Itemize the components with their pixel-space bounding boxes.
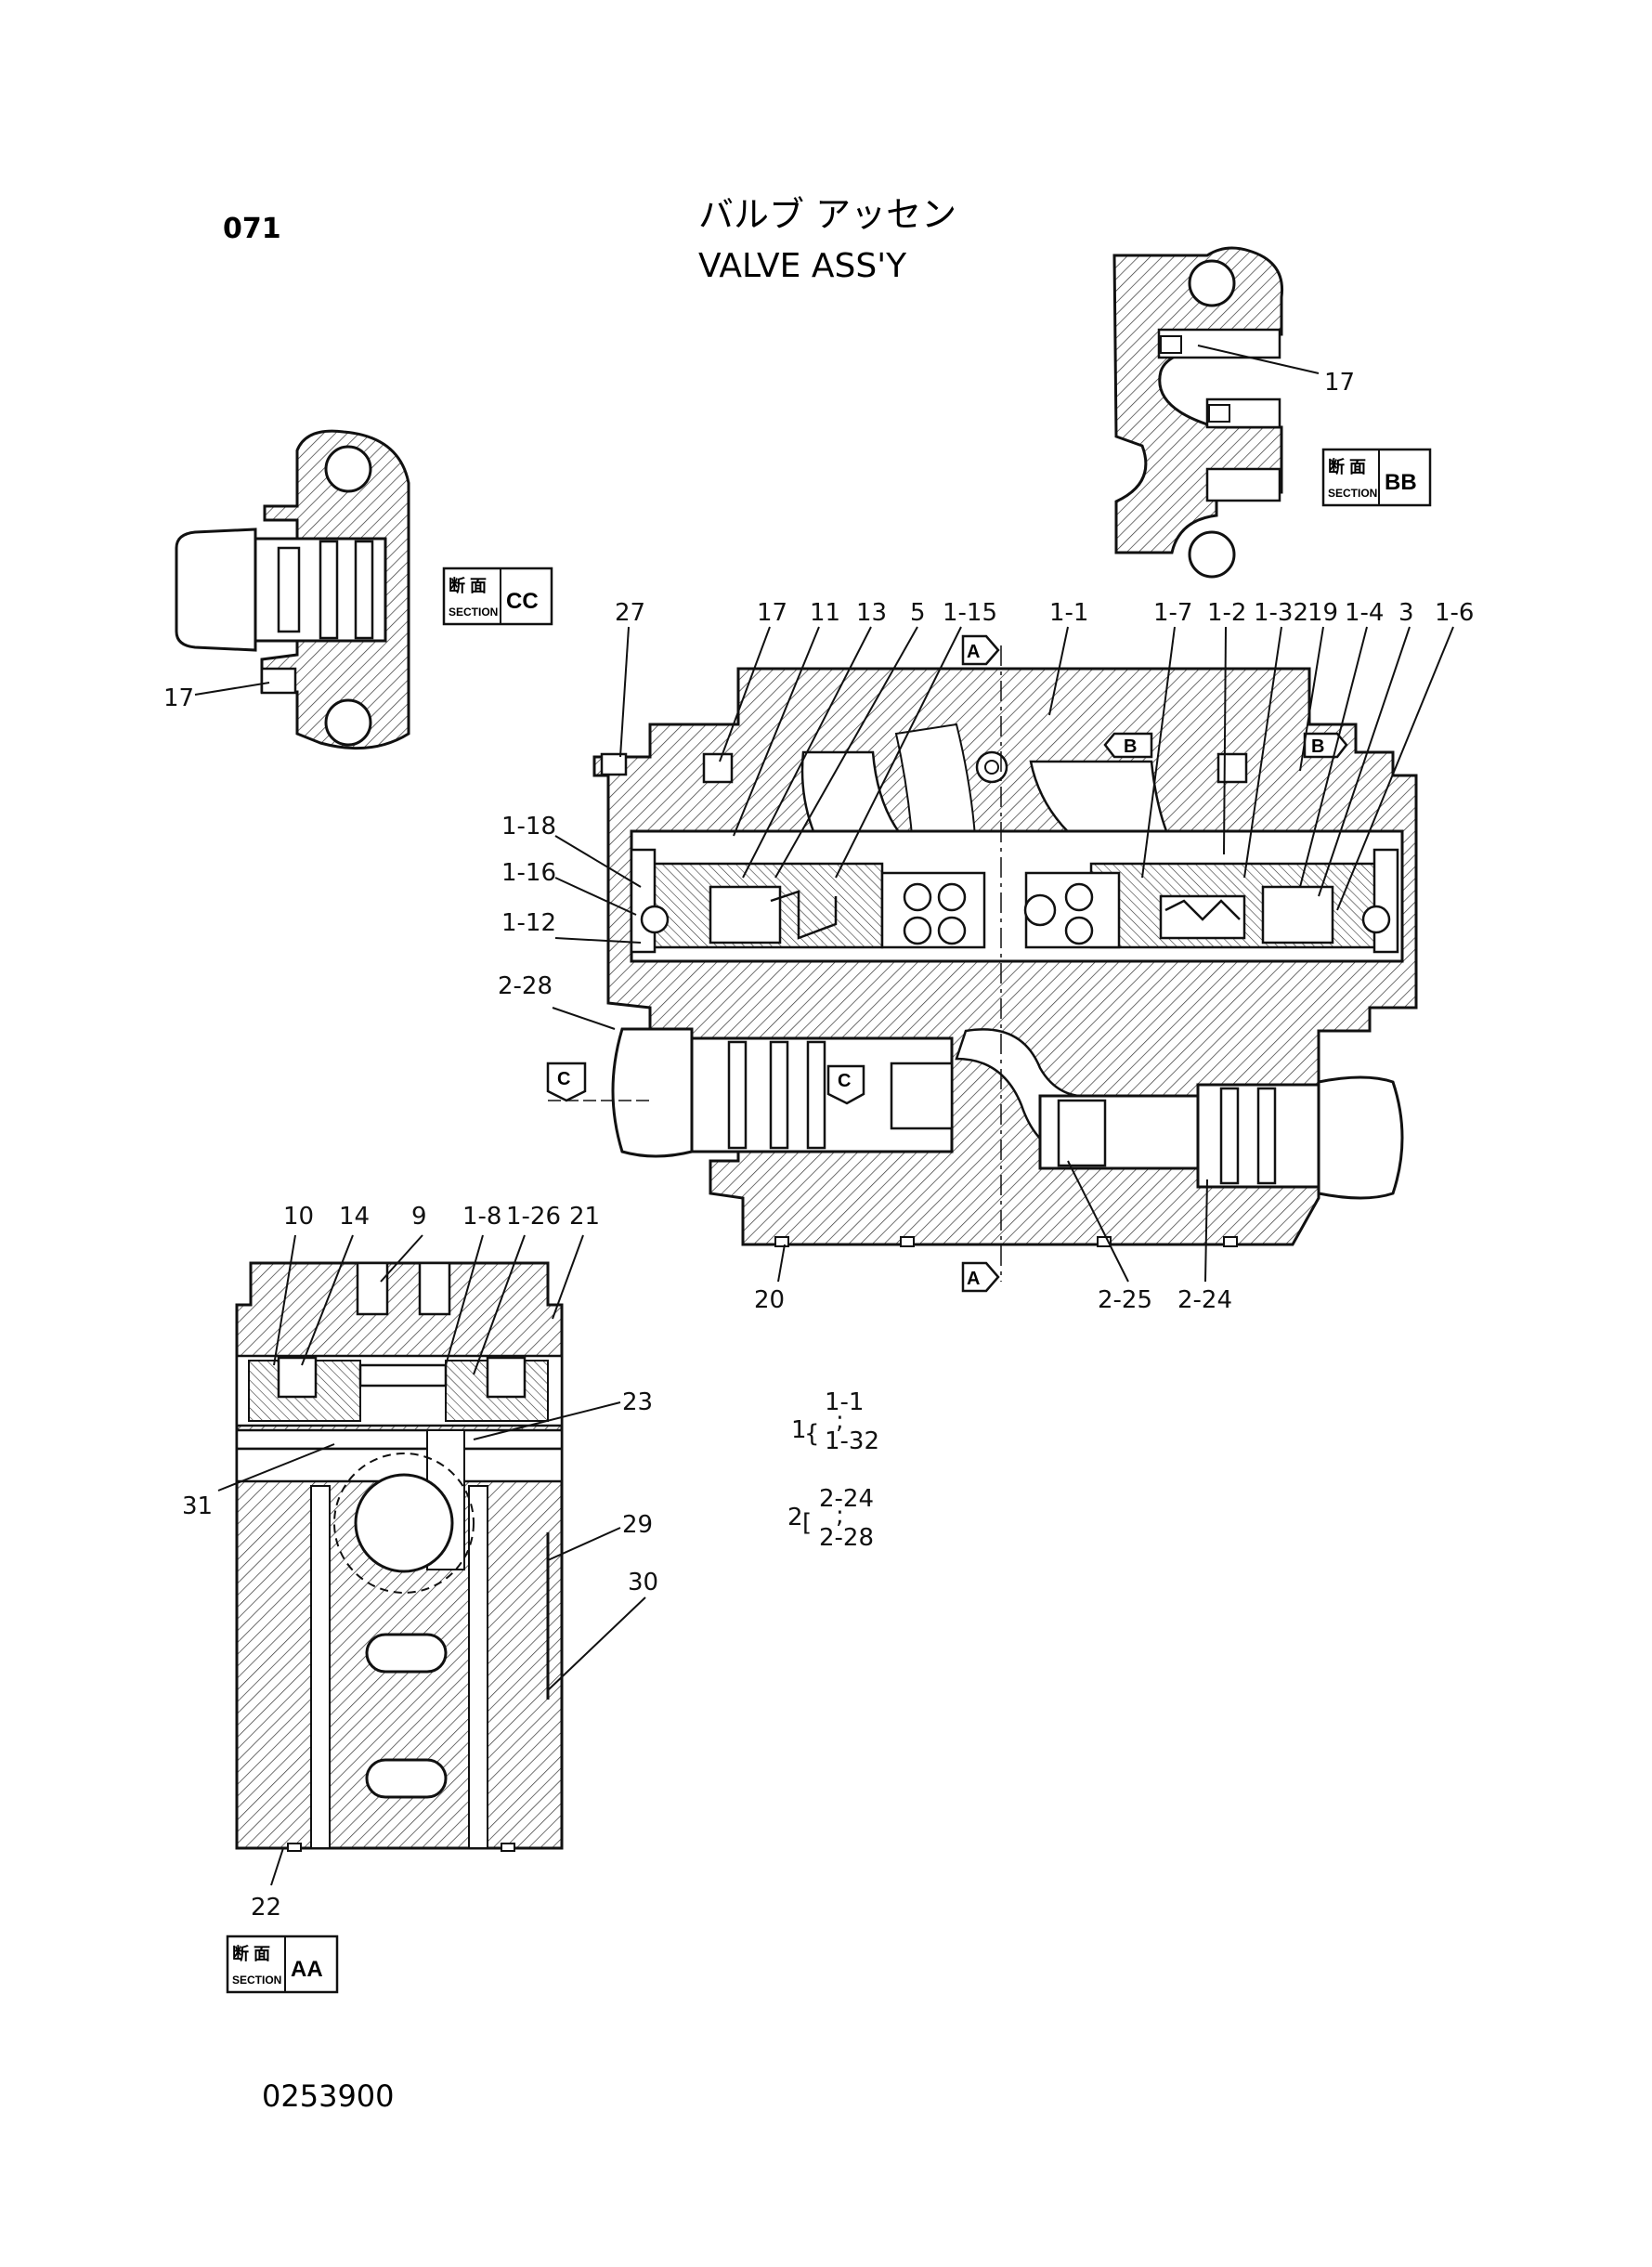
svg-text:SECTION: SECTION xyxy=(449,606,498,619)
label-17: 17 xyxy=(757,599,787,627)
svg-text:断 面: 断 面 xyxy=(1328,457,1366,476)
label-10: 10 xyxy=(283,1203,314,1231)
label-22: 22 xyxy=(251,1894,281,1922)
svg-text:2-24: 2-24 xyxy=(819,1485,874,1513)
svg-text:1: 1 xyxy=(791,1416,807,1444)
label-1-1: 1-1 xyxy=(1049,599,1088,627)
cut-marker-a-top: A xyxy=(961,634,1000,666)
svg-text:[: [ xyxy=(802,1509,812,1537)
section-cc-box: 断 面 SECTION CC xyxy=(442,567,553,626)
section-bb-box: 断 面 SECTION BB xyxy=(1321,448,1432,507)
svg-text:B: B xyxy=(1124,736,1137,757)
label-1-2: 1-2 xyxy=(1207,599,1246,627)
svg-text:CC: CC xyxy=(506,589,539,614)
svg-text:C: C xyxy=(838,1071,851,1091)
svg-text:断 面: 断 面 xyxy=(449,576,487,595)
label-31: 31 xyxy=(182,1492,213,1520)
label-23: 23 xyxy=(622,1388,653,1416)
label-2-24: 2-24 xyxy=(1177,1286,1232,1314)
label-29: 29 xyxy=(622,1511,653,1539)
label-1-7: 1-7 xyxy=(1153,599,1192,627)
label-1-8: 1-8 xyxy=(462,1203,501,1231)
leader-lines-aa xyxy=(217,1234,646,1886)
svg-text:SECTION: SECTION xyxy=(1328,487,1377,500)
svg-text:A: A xyxy=(967,642,980,662)
svg-text:1-32: 1-32 xyxy=(825,1427,879,1455)
legend-group-1: 1 { 1-1 ; 1-32 xyxy=(791,1388,879,1455)
svg-text:;: ; xyxy=(836,1407,844,1435)
section-aa-box: 断 面 SECTION AA xyxy=(226,1935,339,1994)
cut-marker-c-right: C xyxy=(826,1064,865,1105)
label-1-15: 1-15 xyxy=(943,599,997,627)
label-2-28: 2-28 xyxy=(498,972,553,1000)
label-1-6: 1-6 xyxy=(1435,599,1474,627)
label-1-18: 1-18 xyxy=(501,813,556,840)
drawing-number: 0253900 xyxy=(262,2078,395,2114)
label-1-16: 1-16 xyxy=(501,859,556,887)
label-14: 14 xyxy=(339,1203,370,1231)
svg-text:断 面: 断 面 xyxy=(232,1944,270,1963)
label-3: 3 xyxy=(1398,599,1414,627)
page-number: 071 xyxy=(223,213,281,245)
svg-text:{: { xyxy=(804,1420,820,1448)
label-cc-17: 17 xyxy=(163,684,194,712)
label-1-4: 1-4 xyxy=(1345,599,1384,627)
svg-text:1-1: 1-1 xyxy=(825,1388,864,1416)
svg-text:AA: AA xyxy=(291,1957,323,1982)
cut-marker-a-bottom: A xyxy=(961,1261,1000,1293)
label-9: 9 xyxy=(411,1203,427,1231)
svg-text:2-28: 2-28 xyxy=(819,1524,874,1552)
section-bb-view xyxy=(1112,246,1320,579)
title-english: VALVE ASS'Y xyxy=(698,247,907,285)
cut-marker-c-left: C xyxy=(546,1062,650,1102)
svg-text:SECTION: SECTION xyxy=(232,1974,281,1987)
label-21: 21 xyxy=(569,1203,600,1231)
section-aa-view xyxy=(235,1261,564,1852)
cut-marker-b-left: B xyxy=(1103,732,1153,759)
svg-text:;: ; xyxy=(836,1502,844,1530)
label-1-26: 1-26 xyxy=(506,1203,561,1231)
label-11: 11 xyxy=(810,599,840,627)
label-bb-17: 17 xyxy=(1324,369,1355,397)
title-japanese: バルブ アッセン xyxy=(698,194,956,235)
svg-text:BB: BB xyxy=(1385,470,1417,495)
svg-text:A: A xyxy=(967,1269,980,1289)
label-30: 30 xyxy=(628,1569,658,1596)
label-1-32: 1-32 xyxy=(1254,599,1308,627)
label-27: 27 xyxy=(615,599,645,627)
label-19: 19 xyxy=(1307,599,1338,627)
label-2-25: 2-25 xyxy=(1098,1286,1152,1314)
cut-marker-b-right: B xyxy=(1303,732,1348,759)
main-valve-section xyxy=(592,645,1418,1282)
svg-text:B: B xyxy=(1311,736,1324,757)
label-5: 5 xyxy=(910,599,926,627)
label-20: 20 xyxy=(754,1286,785,1314)
svg-text:C: C xyxy=(557,1069,570,1089)
leader-lines-main xyxy=(552,626,1454,1283)
legend-group-2: 2 [ 2-24 ; 2-28 xyxy=(787,1485,874,1552)
label-1-12: 1-12 xyxy=(501,909,556,937)
section-cc-view xyxy=(175,429,410,750)
svg-text:2: 2 xyxy=(787,1504,803,1531)
label-13: 13 xyxy=(856,599,887,627)
